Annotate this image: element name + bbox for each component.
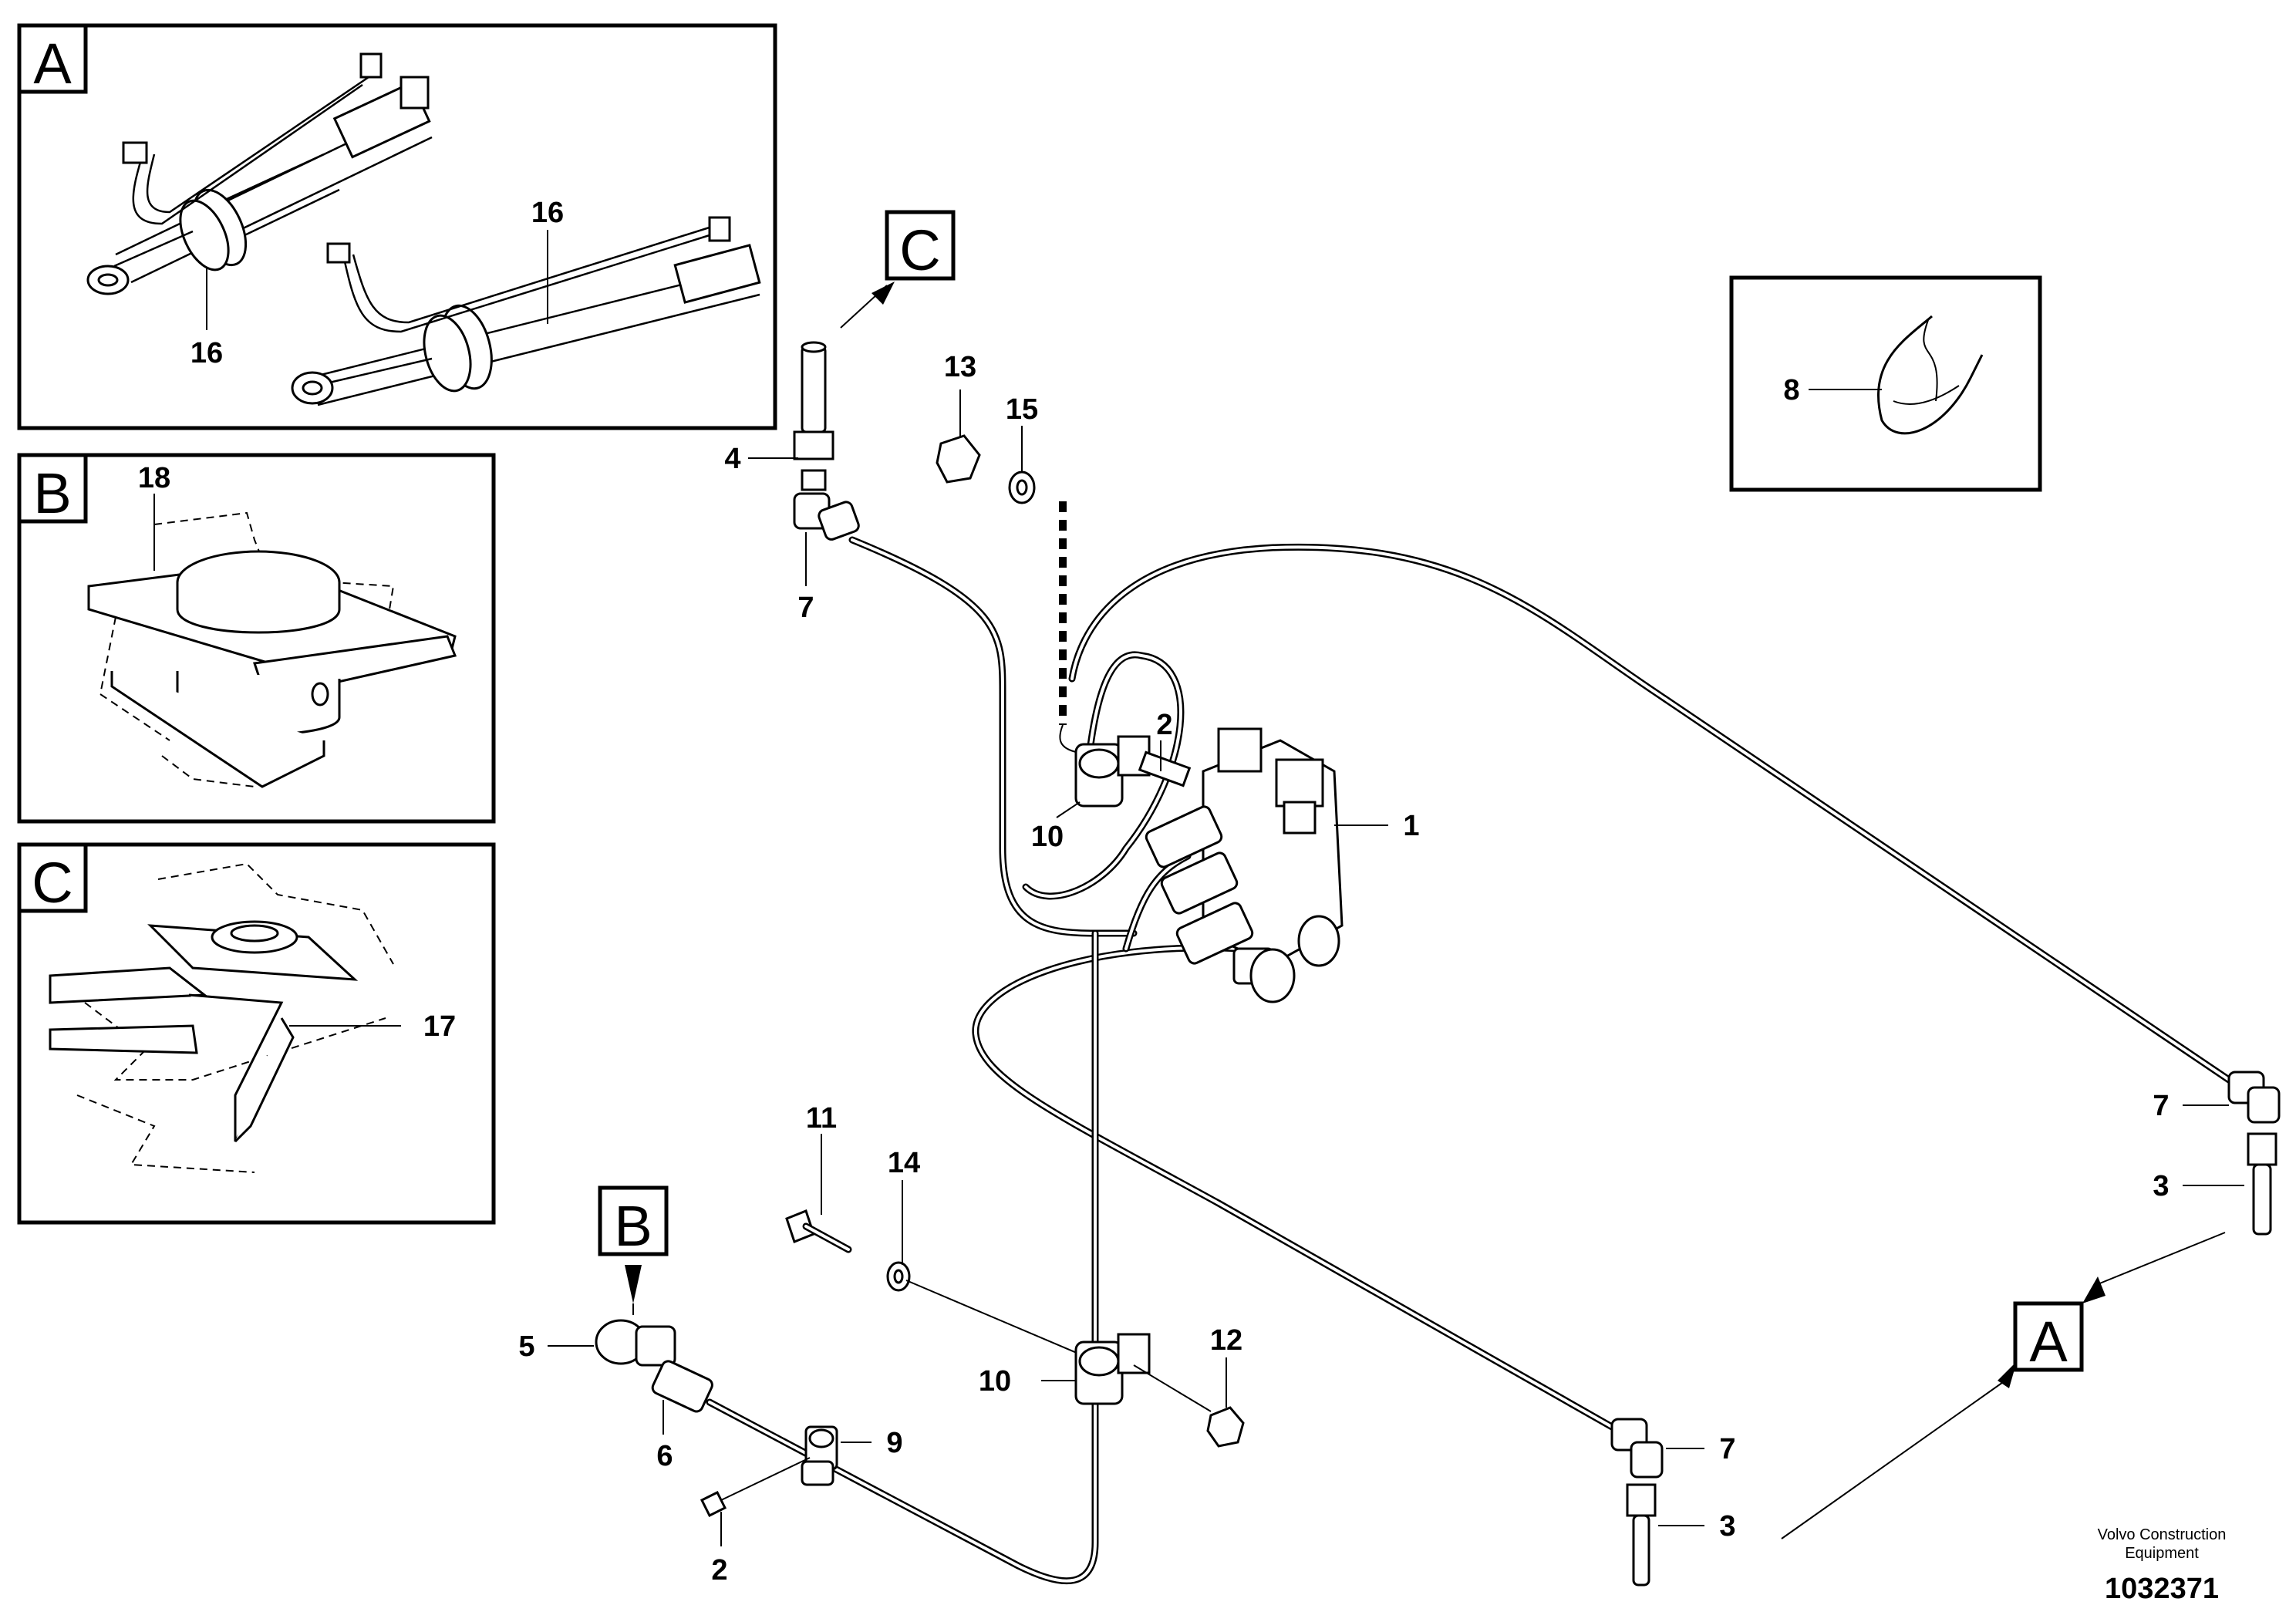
fitting-3-mid — [1626, 1483, 1657, 1587]
callout-4: 4 — [724, 443, 740, 475]
callout-17: 17 — [423, 1010, 456, 1043]
callout-11: 11 — [806, 1102, 837, 1135]
panel-a-letter: A — [33, 32, 72, 96]
marker-a-letter: A — [2029, 1310, 2068, 1374]
callout-13: 13 — [944, 351, 976, 383]
callout-7-top: 7 — [797, 592, 814, 624]
callout-18: 18 — [138, 462, 170, 494]
credit-line-1: Volvo Construction — [2098, 1526, 2227, 1543]
clamp-10-top — [1074, 735, 1151, 808]
document-number: 1032371 — [2105, 1573, 2219, 1605]
elbow-5 — [595, 1319, 676, 1367]
callout-15: 15 — [1006, 393, 1038, 426]
callout-10-bottom: 10 — [979, 1365, 1011, 1398]
detail-panel-c: C 17 — [17, 842, 496, 1225]
clamp-10-bottom — [1074, 1333, 1151, 1405]
fitting-4 — [793, 341, 834, 491]
view-marker-c: C — [840, 210, 956, 329]
callout-3-mid: 3 — [1719, 1510, 1735, 1543]
clamp-9 — [801, 1425, 838, 1486]
callout-14: 14 — [888, 1147, 920, 1179]
callout-2-top: 2 — [1156, 709, 1172, 741]
callout-5: 5 — [518, 1330, 534, 1363]
cylinder-lower — [291, 216, 761, 406]
elbow-7-top — [793, 492, 860, 541]
lube-pipes — [706, 536, 2233, 1585]
callout-10-top: 10 — [1031, 821, 1064, 853]
cylinder-upper — [86, 52, 433, 295]
nut-12 — [1206, 1406, 1245, 1448]
detail-cable-tie: 8 — [1729, 275, 2042, 492]
view-marker-a: A — [1781, 1232, 2226, 1539]
nut-13 — [936, 434, 981, 484]
callout-1: 1 — [1403, 810, 1419, 842]
elbow-7-right — [2227, 1071, 2281, 1124]
callout-numbers: 4 7 13 15 2 1 10 11 14 5 6 9 2 10 12 7 3… — [518, 351, 2169, 1587]
bolt-11 — [785, 1209, 852, 1253]
callout-8: 8 — [1783, 374, 1799, 406]
callout-16-lower: 16 — [190, 337, 223, 369]
bolt-2-bottom — [700, 1457, 811, 1518]
marker-b-letter: B — [614, 1194, 652, 1258]
callout-16-upper: 16 — [531, 197, 564, 229]
callout-2-bottom: 2 — [711, 1554, 727, 1587]
marker-c-letter: C — [899, 218, 940, 282]
bolt-2-top — [1138, 750, 1192, 787]
distribution-valve-1 — [1145, 727, 1344, 1003]
detail-panel-b: B 18 — [17, 453, 496, 824]
credit-line-2: Equipment — [2125, 1545, 2199, 1562]
washer-14 — [886, 1261, 911, 1292]
leader-lines — [548, 389, 2244, 1546]
callout-7-right: 7 — [2153, 1090, 2169, 1122]
elbow-7-mid — [1610, 1418, 1664, 1479]
callout-12: 12 — [1210, 1324, 1242, 1357]
callout-3-right: 3 — [2153, 1170, 2169, 1202]
detail-panel-a: A — [17, 23, 777, 430]
callout-6: 6 — [656, 1440, 673, 1472]
view-marker-b: B — [598, 1185, 669, 1315]
callout-7-mid: 7 — [1719, 1433, 1735, 1465]
adapter-6 — [651, 1360, 713, 1413]
callout-9: 9 — [886, 1427, 902, 1459]
fitting-3-right — [2247, 1132, 2277, 1236]
panel-c-letter: C — [32, 851, 72, 915]
credit-block: Volvo Construction Equipment 1032371 — [2098, 1526, 2227, 1605]
panel-b-letter: B — [33, 461, 71, 525]
washer-15 — [1008, 470, 1036, 504]
